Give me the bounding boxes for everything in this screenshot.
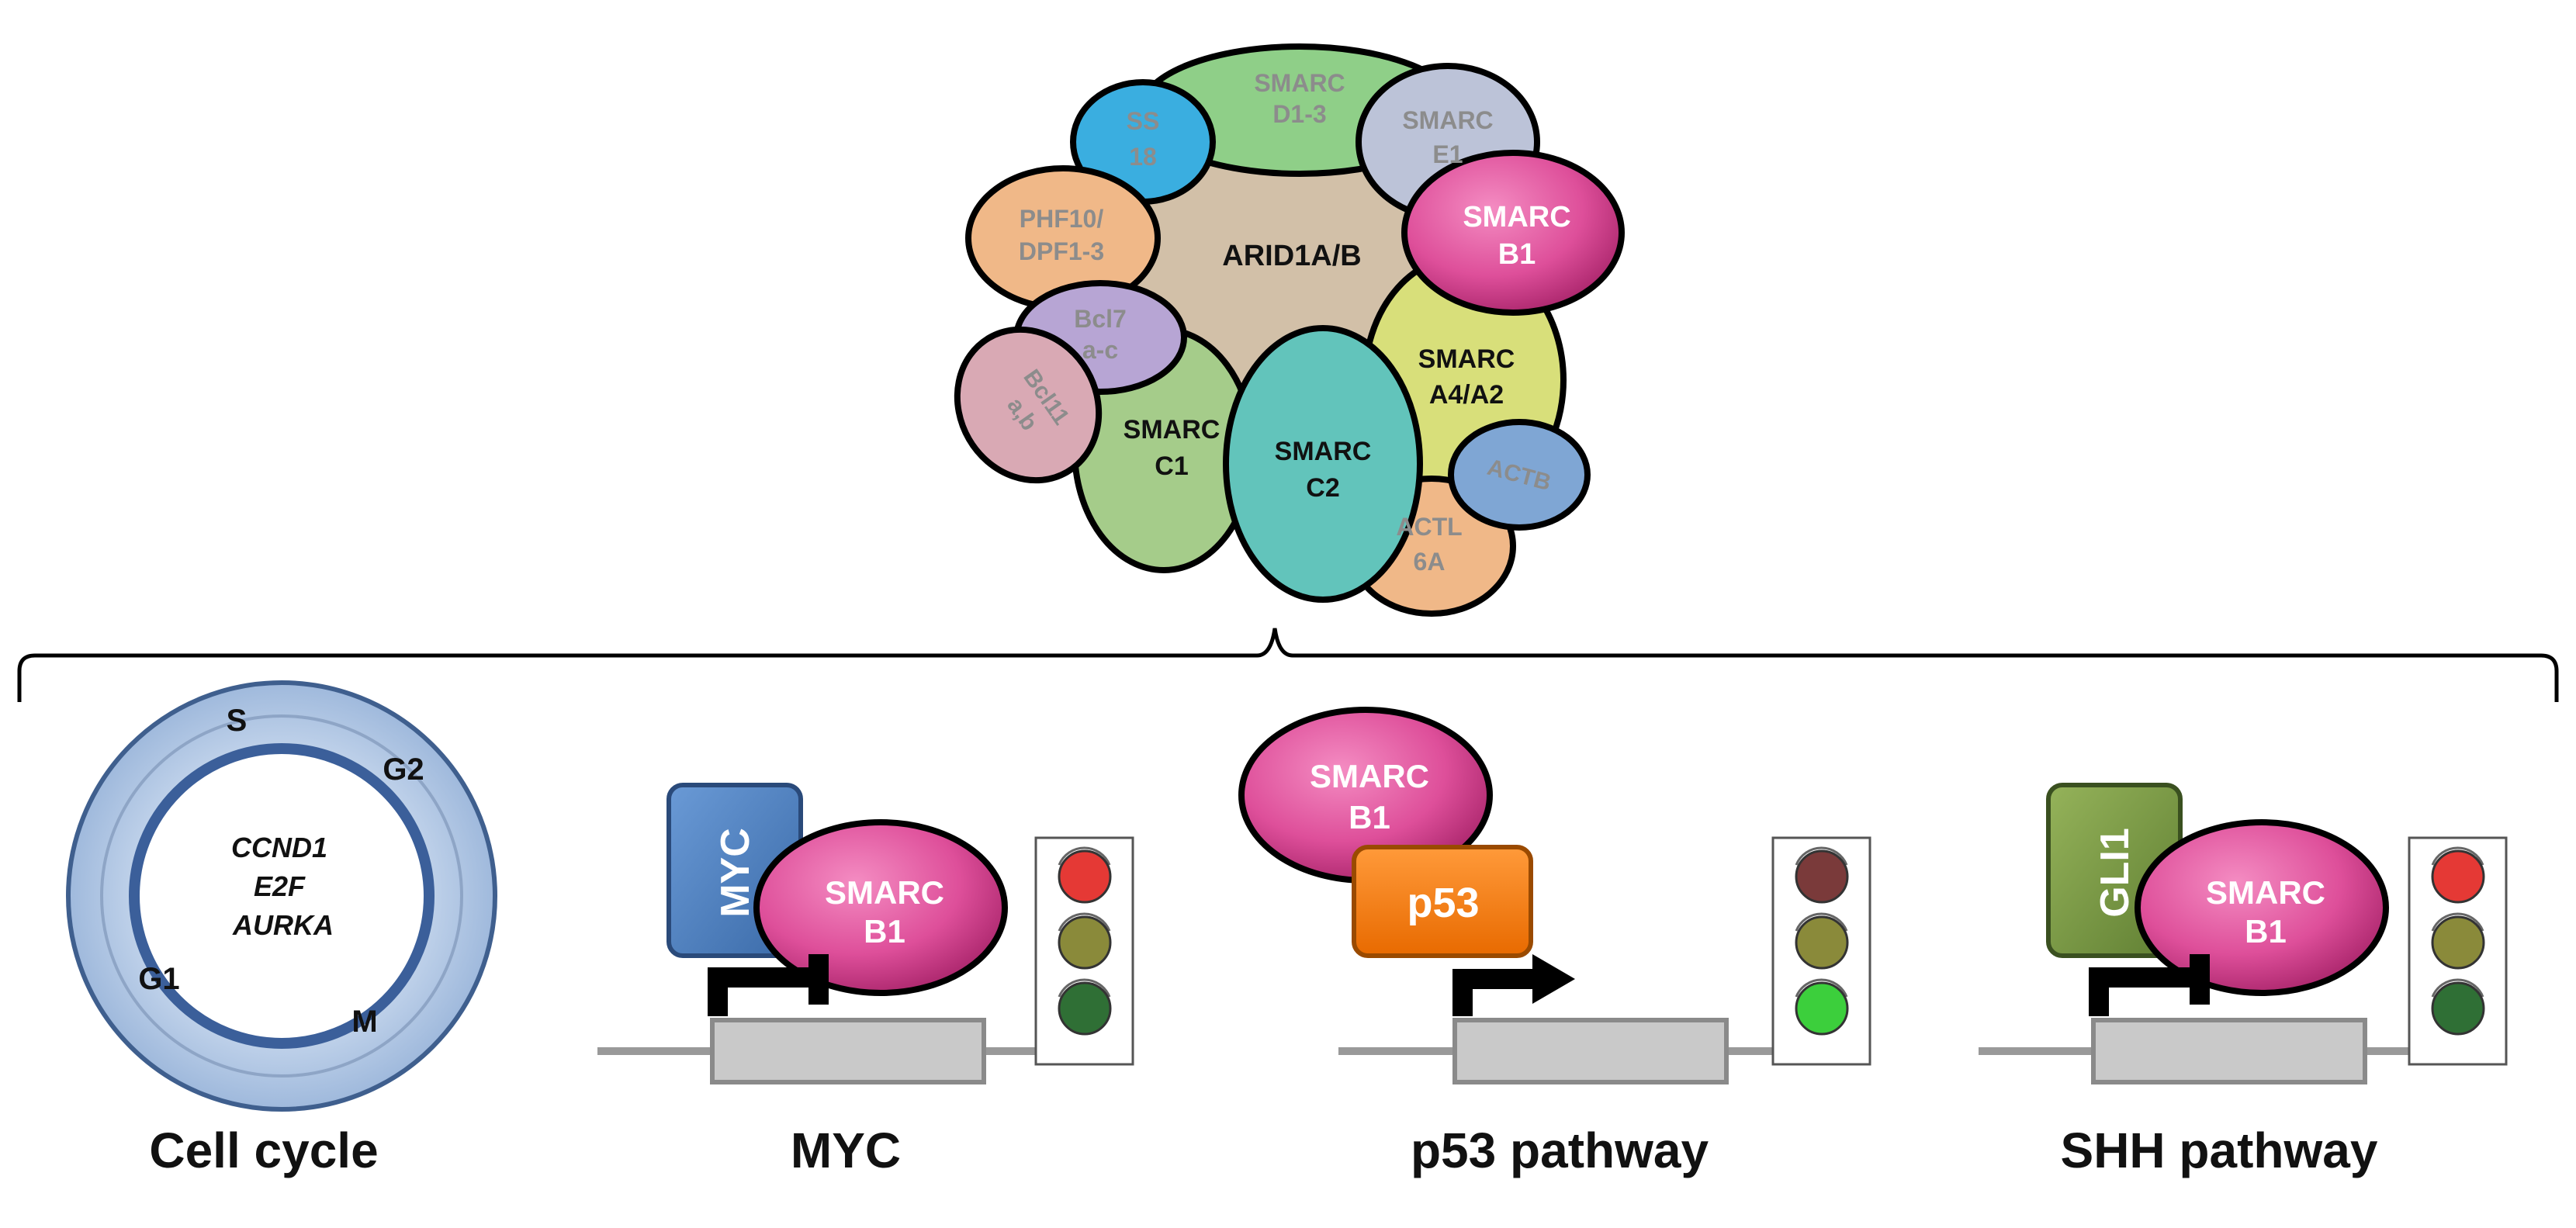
cell-cycle-caption: Cell cycle <box>149 1122 378 1178</box>
cell-cycle-genes: CCND1 E2F AURKA <box>231 832 335 941</box>
p53-light-green <box>1795 981 1849 1036</box>
p53-caption: p53 pathway <box>1411 1122 1709 1178</box>
myc-traffic-light <box>1034 836 1134 1066</box>
phase-s-label: S <box>227 704 248 738</box>
shh-traffic-light <box>2408 836 2508 1066</box>
cell-cycle-panel: S G2 M G1 CCND1 E2F AURKA Cell cycle <box>66 680 497 1178</box>
myc-light-visor <box>1058 846 1111 866</box>
myc-light-amber <box>1058 915 1112 970</box>
p53-arrow-head <box>1532 954 1575 1004</box>
arid1ab-label: ARID1A/B <box>1222 240 1361 272</box>
myc-light-red <box>1058 849 1112 904</box>
shh-light-green <box>2431 981 2485 1036</box>
p53-light-visor <box>1795 912 1848 932</box>
myc-factor-label: MYC <box>713 828 758 918</box>
curly-brace <box>17 628 2559 702</box>
p53-gene-box <box>1452 1018 1729 1084</box>
phase-m-label: M <box>351 1005 377 1039</box>
bcl11-subunit <box>954 326 1103 484</box>
myc-light-green <box>1058 981 1112 1036</box>
shh-caption: SHH pathway <box>2061 1122 2378 1178</box>
p53-traffic-light <box>1771 836 1871 1066</box>
myc-smarcb1-oval <box>753 819 1008 996</box>
cell-cycle-track <box>100 714 463 1078</box>
myc-light-visor <box>1058 978 1111 998</box>
shh-factor-label: GLI1 <box>2093 828 2138 918</box>
shh-smarcb1-oval <box>2135 819 2389 996</box>
phase-g1-label: G1 <box>138 962 179 996</box>
shh-light-visor <box>2431 912 2484 932</box>
p53-factor-label: p53 <box>1407 880 1479 926</box>
shh-gene-box <box>2091 1018 2367 1084</box>
p53-factor-box <box>1352 845 1533 958</box>
p53-light-red <box>1795 849 1849 904</box>
shh-light-visor <box>2431 978 2484 998</box>
p53-light-amber <box>1795 915 1849 970</box>
p53-light-visor <box>1795 846 1848 866</box>
shh-light-red <box>2431 849 2485 904</box>
p53-light-visor <box>1795 978 1848 998</box>
myc-gene-box <box>710 1018 986 1084</box>
phf10-label: PHF10/DPF1-3 <box>1019 205 1104 265</box>
shh-light-amber <box>2431 915 2485 970</box>
cell-cycle-inner <box>129 743 435 1049</box>
actb-subunit <box>1448 419 1591 531</box>
myc-caption: MYC <box>791 1122 901 1178</box>
myc-light-visor <box>1058 912 1111 932</box>
smarcc2-subunit <box>1223 325 1423 603</box>
myc-promoter-blocked <box>708 967 815 1016</box>
smarcb1-subunit <box>1401 150 1625 316</box>
shh-promoter-blocked <box>2089 967 2196 1016</box>
phase-g2-label: G2 <box>383 752 424 787</box>
shh-light-visor <box>2431 846 2484 866</box>
p53-promoter-active <box>1452 969 1536 1016</box>
